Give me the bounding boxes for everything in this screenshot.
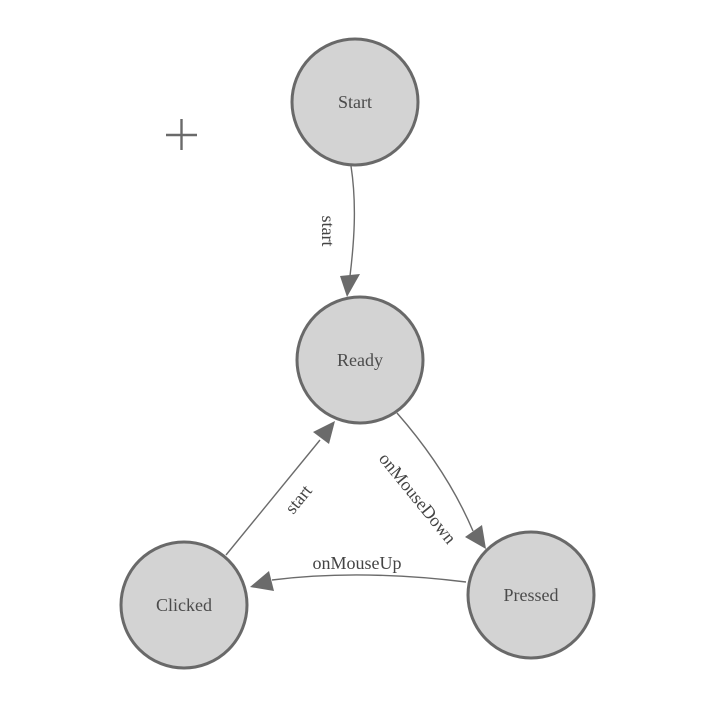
edge-start-to-ready[interactable]: start bbox=[318, 165, 360, 297]
node-clicked[interactable]: Clicked bbox=[119, 540, 249, 670]
edge-label: start bbox=[318, 216, 338, 247]
edge-pressed-to-clicked[interactable]: onMouseUp bbox=[250, 553, 467, 591]
state-circle[interactable] bbox=[290, 37, 420, 167]
edge-label: onMouseUp bbox=[313, 553, 402, 573]
edge-label: onMouseDown bbox=[375, 449, 460, 548]
state-circle[interactable] bbox=[466, 530, 596, 660]
edge-line[interactable] bbox=[396, 412, 474, 532]
state-circle[interactable] bbox=[119, 540, 249, 670]
edge-label: start bbox=[281, 481, 316, 518]
arrowhead-icon bbox=[465, 525, 486, 549]
node-ready[interactable]: Ready bbox=[295, 295, 425, 425]
arrowhead-icon bbox=[250, 571, 274, 591]
edge-line[interactable] bbox=[271, 574, 467, 583]
arrowhead-icon bbox=[313, 421, 335, 444]
edge-ready-to-pressed[interactable]: onMouseDown bbox=[375, 412, 486, 549]
state-circle[interactable] bbox=[295, 295, 425, 425]
node-start[interactable]: Start bbox=[290, 37, 420, 167]
crosshair-plus-icon bbox=[166, 119, 197, 150]
edge-clicked-to-ready[interactable]: start bbox=[225, 421, 335, 556]
edge-line[interactable] bbox=[225, 439, 321, 556]
edge-line[interactable] bbox=[349, 165, 356, 277]
arrowhead-icon bbox=[340, 274, 360, 297]
node-pressed[interactable]: Pressed bbox=[466, 530, 596, 660]
